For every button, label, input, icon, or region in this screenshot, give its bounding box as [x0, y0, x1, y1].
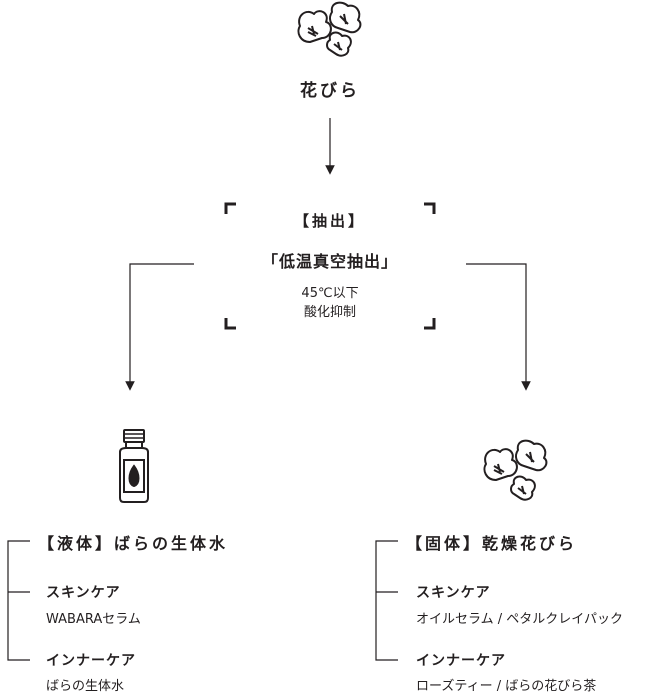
extraction-title: 【抽出】: [293, 212, 366, 230]
liquid-category-title: 【液体】ばらの生体水: [38, 534, 229, 553]
arrow-branch-left: [125, 263, 194, 391]
solid-skincare-item: オイルセラム / ペタルクレイパック: [416, 612, 623, 627]
extraction-temperature: 45℃以下: [301, 286, 359, 301]
solid-category-title: 【固体】乾燥花びら: [406, 534, 578, 553]
extraction-method: 「低温真空抽出」: [261, 252, 398, 271]
extraction-frame: [224, 202, 436, 330]
right-tree-lines: [375, 540, 398, 661]
left-tree-lines: [7, 540, 30, 661]
liquid-skincare-label: スキンケア: [46, 585, 121, 601]
arrow-branch-right: [466, 263, 531, 391]
rose-petals-icon: [297, 1, 362, 57]
liquid-skincare-item: WABARAセラム: [46, 612, 141, 627]
source-label: 花びら: [300, 81, 360, 101]
solid-inner-label: インナーケア: [416, 653, 506, 669]
extraction-note: 酸化抑制: [303, 305, 356, 320]
liquid-inner-label: インナーケア: [46, 653, 136, 669]
dried-petals-icon: [483, 439, 548, 501]
bottle-icon: [119, 429, 149, 503]
solid-skincare-label: スキンケア: [416, 585, 491, 601]
solid-inner-item: ローズティー / ばらの花びら茶: [416, 679, 597, 694]
liquid-inner-item: ばらの生体水: [46, 679, 125, 694]
